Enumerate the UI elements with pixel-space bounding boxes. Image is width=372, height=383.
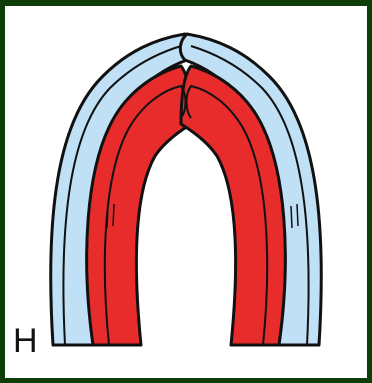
- arch-diagram: [5, 6, 367, 378]
- figure-panel: H: [5, 6, 367, 378]
- panel-letter: H: [13, 324, 38, 358]
